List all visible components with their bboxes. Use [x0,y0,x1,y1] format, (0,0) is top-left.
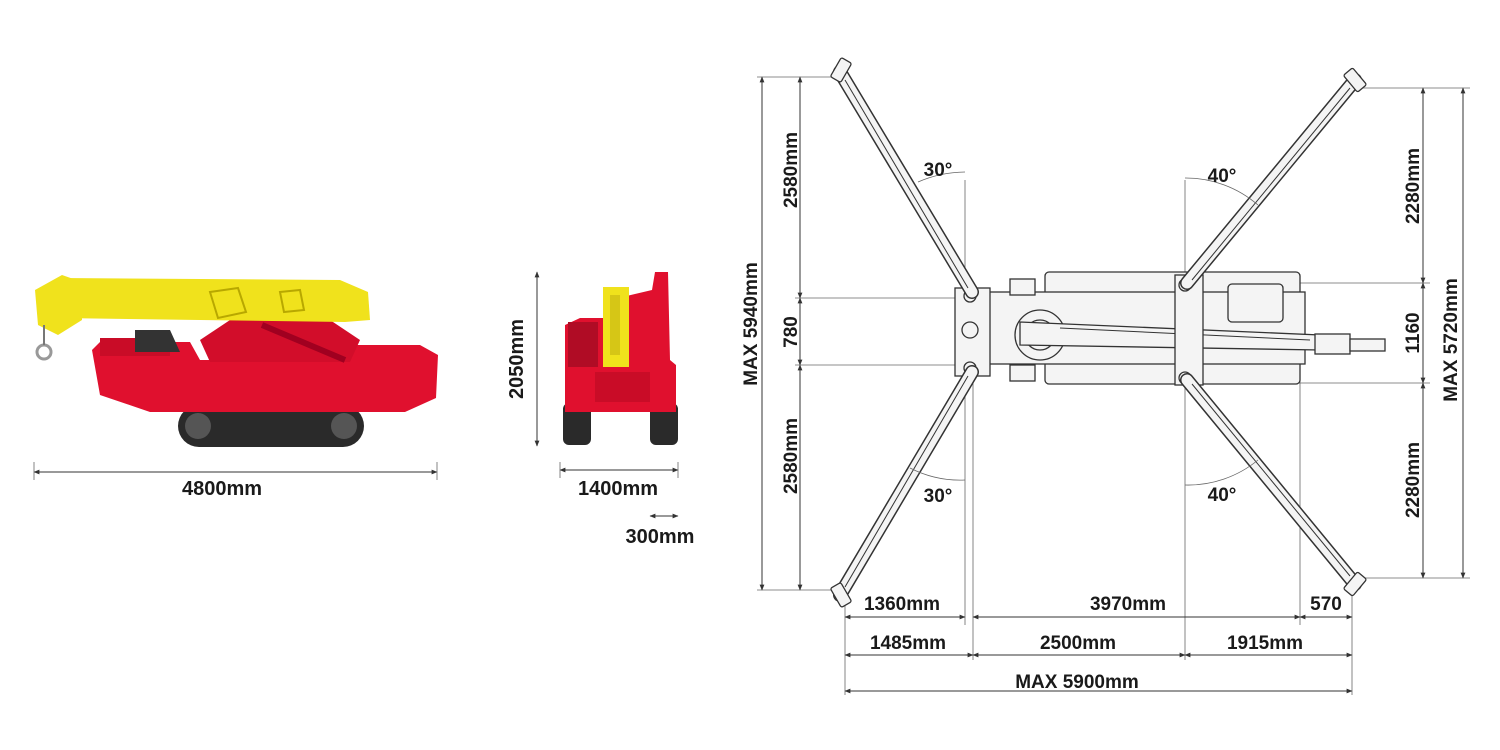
rear-view: 2050mm 1400mm 300mm [506,271,695,548]
outrigger-front-upper [830,57,979,299]
rear-track-left [563,403,591,445]
side-body [92,342,438,412]
max-width-label: MAX 5900mm [1015,672,1139,693]
bottom-row1-c: 570 [1310,594,1342,615]
max-length-left-label: MAX 5940mm [741,262,762,386]
bottom-row2-c: 1915mm [1227,633,1303,654]
outrigger-rear-upper [1180,67,1367,290]
rear-height-label: 2050mm [506,319,528,399]
bottom-row1-b: 3970mm [1090,594,1166,615]
angle-rear-lower: 40° [1208,485,1237,506]
rear-track-label: 300mm [626,526,695,548]
outrigger-front-lower [830,365,979,608]
left-upper-label: 2580mm [781,132,802,208]
side-boom [60,278,370,322]
side-view: 4800mm [33,275,438,500]
rear-track-right [650,403,678,445]
right-upper-label: 2280mm [1403,148,1424,224]
left-center-label: 780 [781,316,802,348]
angle-rear-upper: 40° [1208,166,1237,187]
right-center-label: 1160 [1403,312,1424,353]
plan-view: 30° 30° 40° 40° MAX 5940mm 2580mm 780 25… [741,57,1470,695]
angle-front-upper: 30° [924,160,953,181]
rear-width-label: 1400mm [578,478,658,500]
outrigger-rear-lower [1180,373,1367,597]
side-track [178,405,364,447]
max-length-right-label: MAX 5720mm [1441,278,1462,402]
bottom-row2-a: 1485mm [870,633,946,654]
side-length-label: 4800mm [182,478,262,500]
angle-front-lower: 30° [924,486,953,507]
left-lower-label: 2580mm [781,418,802,494]
bottom-row2-b: 2500mm [1040,633,1116,654]
bottom-row1-a: 1360mm [864,594,940,615]
right-lower-label: 2280mm [1403,442,1424,518]
